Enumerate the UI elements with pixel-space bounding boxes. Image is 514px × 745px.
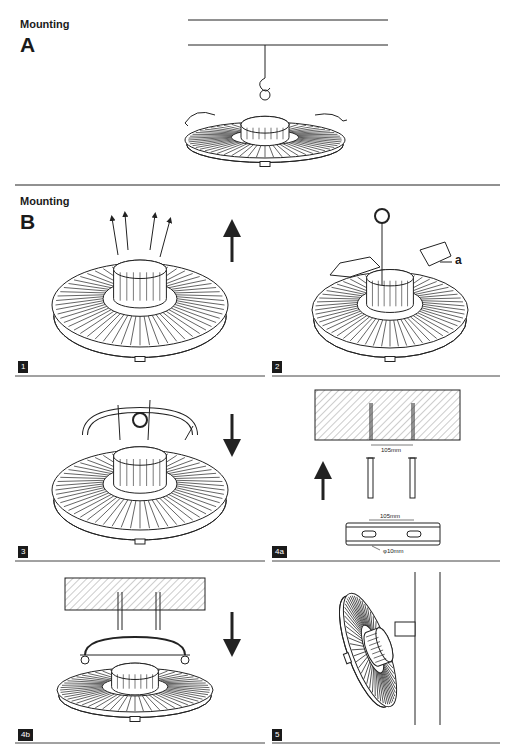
lamp [325,586,411,715]
dimension: 105mm [379,513,401,519]
screws [112,214,170,257]
lamp [185,116,345,166]
ceiling [185,20,388,126]
bracket [85,400,195,440]
step-number: 1 [18,361,28,373]
ceiling-block [65,578,205,664]
step-number: 3 [18,546,28,558]
up-arrow [322,470,325,500]
section-heading: Mounting [20,19,69,30]
dimension: 105mm [380,447,402,453]
bracket [330,209,452,285]
panel-rules [15,376,500,743]
dimension: φ10mm [382,548,405,554]
anchor-bolts [366,458,417,498]
divider [15,185,500,186]
step-number: 5 [272,729,282,741]
step-number: 4a [272,546,287,558]
section-heading: Mounting [20,196,69,207]
wall [395,572,440,725]
down-arrow [231,414,234,448]
mounting-bracket [346,520,440,550]
ceiling-block [315,390,460,445]
step-number: 2 [272,361,282,373]
section-letter: A [20,34,35,55]
lamp [57,663,213,721]
up-arrow [231,228,234,262]
callout-letter: a [455,254,462,266]
down-arrow [231,612,234,648]
lamp [52,260,228,361]
lamp [312,270,468,362]
section-letter: B [20,211,35,232]
step-number: 4b [18,729,33,741]
lamp [52,447,228,544]
